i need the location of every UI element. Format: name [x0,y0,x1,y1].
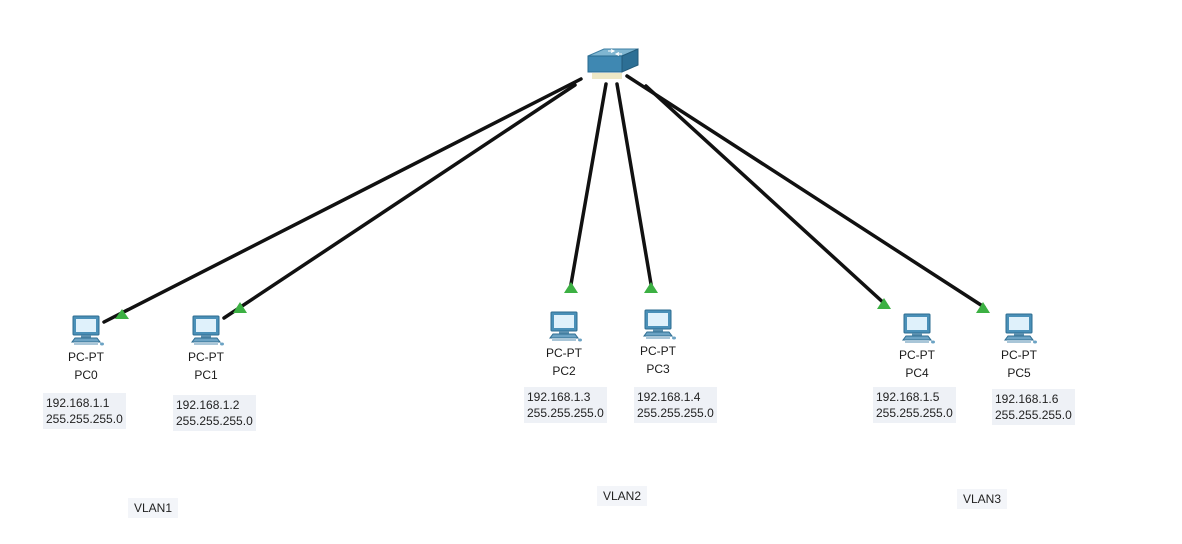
ip-address: 192.168.1.4 [637,390,701,404]
device-type-label: PC-PT [68,350,104,364]
link-pc0[interactable] [102,77,583,324]
ip-address: 192.168.1.6 [995,392,1059,406]
device-name-label: PC5 [1007,366,1031,380]
vlan-label: VLAN2 [597,486,648,506]
device-name-label: PC2 [552,364,576,378]
link-pc1[interactable] [222,83,577,320]
link-up-icon [115,309,129,319]
subnet-mask: 255.255.255.0 [876,406,953,420]
subnet-mask: 255.255.255.0 [176,414,253,428]
ip-config-box: 192.168.1.1 255.255.255.0 [43,393,126,429]
pc-icon [549,311,582,342]
device-type-label: PC-PT [188,350,224,364]
ip-config-box: 192.168.1.4 255.255.255.0 [634,387,717,423]
ip-config-box: 192.168.1.5 255.255.255.0 [873,387,956,423]
link-pc2[interactable] [568,82,608,292]
link-up-icon [233,302,247,313]
subnet-mask: 255.255.255.0 [527,406,604,420]
pc-icon [1004,313,1037,344]
links [102,74,986,324]
ip-config-box: 192.168.1.2 255.255.255.0 [173,395,256,431]
subnet-mask: 255.255.255.0 [995,408,1072,422]
ip-config-box: 192.168.1.6 255.255.255.0 [992,389,1075,425]
link-pc3[interactable] [615,82,654,292]
link-up-icon [877,298,891,309]
link-pc5[interactable] [625,74,986,309]
subnet-mask: 255.255.255.0 [637,406,714,420]
ip-address: 192.168.1.3 [527,390,591,404]
device-name-label: PC0 [74,368,98,382]
link-up-icon [976,302,990,313]
device-name-label: PC3 [646,362,670,376]
vlan-label: VLAN3 [957,489,1008,509]
link-up-icon [564,282,578,293]
link-up-icon [644,282,658,293]
pc-icon [191,315,224,346]
link-status-indicators [115,282,990,319]
device-type-label: PC-PT [1001,348,1037,362]
pc-icon [71,315,104,346]
device-type-label: PC-PT [899,348,935,362]
ip-address: 192.168.1.2 [176,398,240,412]
subnet-mask: 255.255.255.0 [46,412,123,426]
device-name-label: PC1 [194,368,218,382]
ip-address: 192.168.1.5 [876,390,940,404]
ip-address: 192.168.1.1 [46,396,110,410]
pc-icon [643,309,676,340]
ip-config-box: 192.168.1.3 255.255.255.0 [524,387,607,423]
switch-icon[interactable] [582,46,640,88]
device-type-label: PC-PT [546,346,582,360]
link-pc4[interactable] [644,84,888,307]
vlan-label: VLAN1 [128,498,179,518]
device-type-label: PC-PT [640,344,676,358]
pc-icon [902,313,935,344]
device-name-label: PC4 [905,366,929,380]
